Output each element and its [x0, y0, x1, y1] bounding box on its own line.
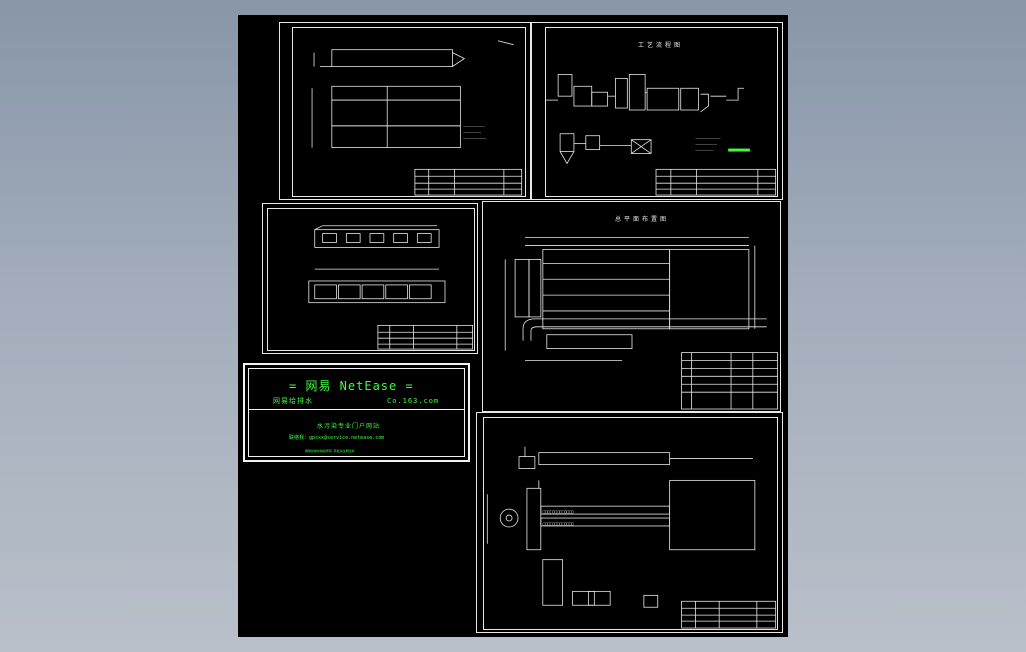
sheet-top-left: ──────────── ────────── ─────────────	[279, 22, 531, 200]
site-plan-drawing	[504, 237, 778, 410]
stamp-line-3: 水污染专业门户网站	[317, 423, 381, 430]
building-drawing	[308, 225, 474, 350]
sheet-drawing: ──────────── ────────── ─────────────	[311, 40, 523, 196]
svg-text:────────────: ────────────	[462, 125, 485, 129]
stamp-inner-frame	[248, 368, 465, 457]
stamp-line-2-left: 网易给排水	[273, 397, 313, 405]
sheet-middle-left	[262, 203, 478, 354]
stamp-line-2-right: Co.163.com	[387, 397, 440, 405]
svg-text:□□□□□□□□□□□□□: □□□□□□□□□□□□□	[543, 521, 575, 526]
stamp-line-1: = 网易 NetEase =	[289, 379, 414, 393]
process-flow-drawing: ────────────── ──────────── ──────────	[546, 74, 777, 196]
site-plan-title: 总平面布置图	[615, 216, 670, 223]
netease-stamp: = 网易 NetEase = 网易给排水 Co.163.com 水污染专业门户网…	[243, 363, 470, 462]
svg-text:─────────────: ─────────────	[462, 137, 486, 141]
sheet-frame	[483, 417, 778, 630]
sheet-frame	[267, 208, 475, 351]
stamp-divider	[248, 409, 465, 410]
sheet-bottom-right: □□□□□□□□□□□□□ □□□□□□□□□□□□□	[476, 412, 783, 633]
svg-text:──────────────: ──────────────	[695, 137, 721, 141]
process-flow-title: 工艺流程图	[638, 42, 684, 49]
svg-text:□□□□□□□□□□□□□: □□□□□□□□□□□□□	[543, 509, 575, 514]
equipment-drawing: □□□□□□□□□□□□□ □□□□□□□□□□□□□	[486, 446, 777, 629]
svg-text:──────────: ──────────	[462, 131, 481, 135]
svg-text:────────────: ────────────	[695, 143, 718, 147]
sheet-frame	[545, 27, 778, 197]
highlight-bar	[728, 148, 750, 152]
sheet-site-plan: 总平面布置图	[482, 201, 781, 412]
stamp-line-5: 网易给排水版权所有 转载请注明出处	[305, 449, 355, 453]
sheet-process-flow: 工艺流程图	[531, 22, 783, 200]
stamp-line-4: 联络我：gpsxx@service.netease.com	[289, 435, 385, 441]
sheet-frame	[292, 27, 526, 197]
svg-text:──────────: ──────────	[695, 149, 714, 153]
drawing-canvas: ──────────── ────────── ───────────── 工艺…	[238, 15, 788, 637]
